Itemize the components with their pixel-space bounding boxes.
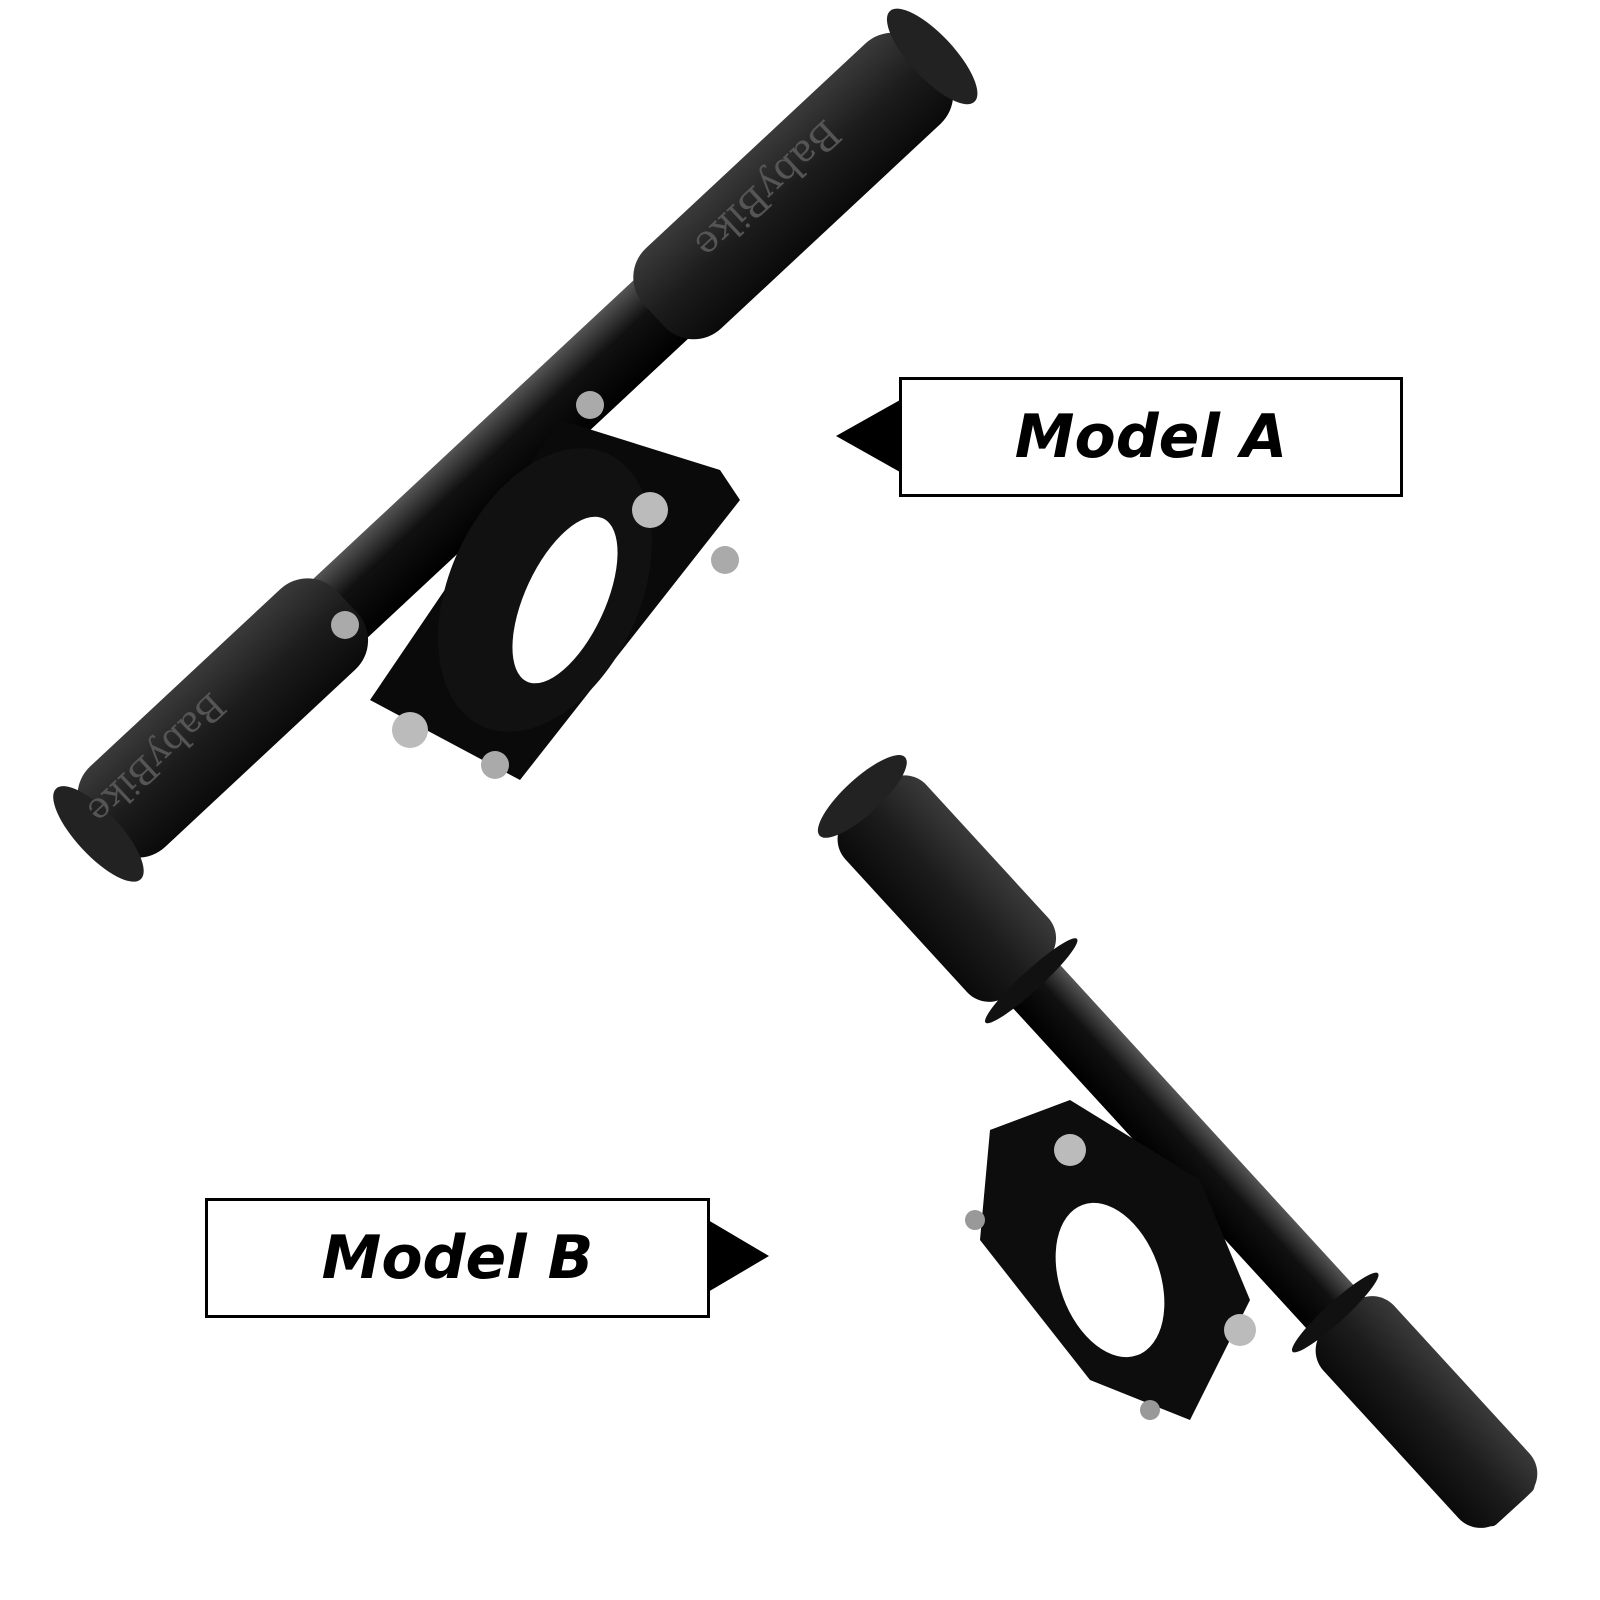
model-b-label: Model B [205, 1198, 710, 1318]
grip-right [633, 32, 954, 340]
model-a-arrow [836, 400, 900, 472]
grip-bottom [1315, 1296, 1538, 1528]
model-a-label: Model A [899, 377, 1403, 497]
grip-left [77, 578, 369, 858]
model-b-clamp [965, 1100, 1256, 1420]
model-b-arrow [708, 1220, 769, 1292]
model-b-handlebar [817, 755, 1538, 1528]
model-a-label-text: Model A [1014, 402, 1288, 472]
model-b-label-text: Model B [321, 1223, 594, 1293]
grip-top [837, 775, 1057, 1002]
model-a-clamp [331, 391, 740, 780]
